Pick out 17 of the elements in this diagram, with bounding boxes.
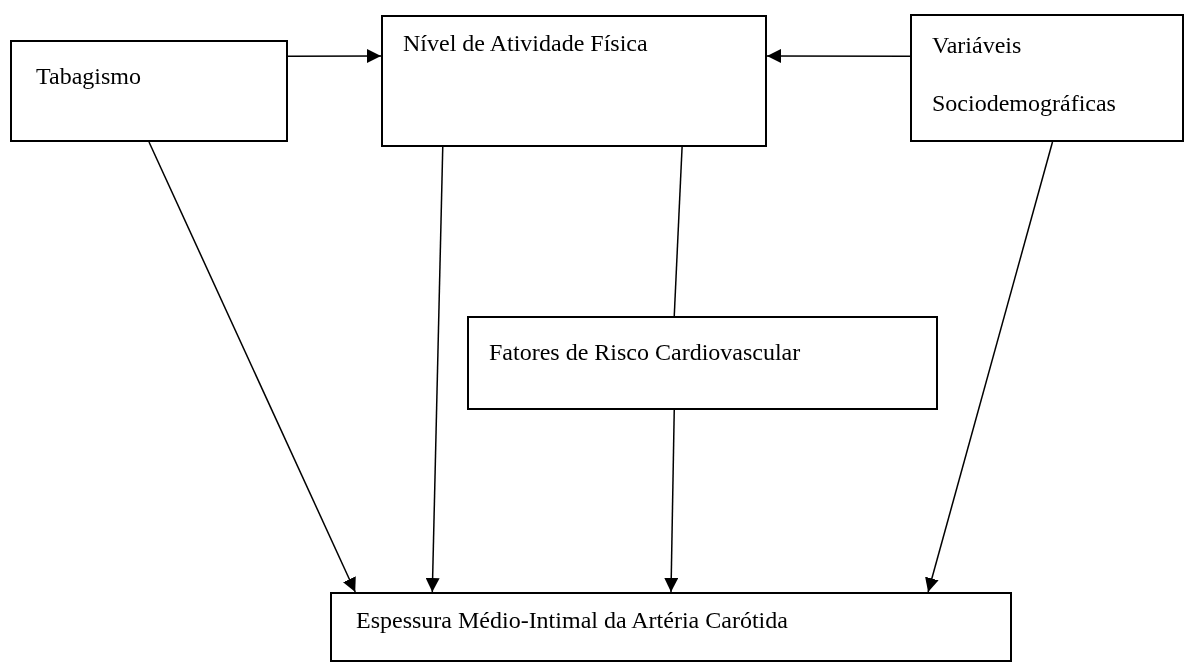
arrow <box>664 409 679 593</box>
arrow <box>287 49 382 63</box>
process-box <box>467 316 938 410</box>
box-label: Fatores de Risco Cardiovascular <box>488 338 802 367</box>
box-label: Espessura Médio-Intimal da Artéria Carótida <box>355 606 789 635</box>
arrow <box>925 141 1054 593</box>
connector-line <box>673 146 683 317</box>
box-label: Variáveis Sociodemográficas <box>931 31 1117 118</box>
arrow <box>148 141 356 593</box>
process-box <box>381 15 767 147</box>
box-label: Tabagismo <box>35 62 142 91</box>
process-box <box>330 592 1012 662</box>
box-label: Nível de Atividade Física <box>402 29 649 58</box>
arrow <box>425 146 444 593</box>
arrow <box>766 48 911 63</box>
process-box <box>10 40 288 142</box>
process-box <box>910 14 1184 142</box>
